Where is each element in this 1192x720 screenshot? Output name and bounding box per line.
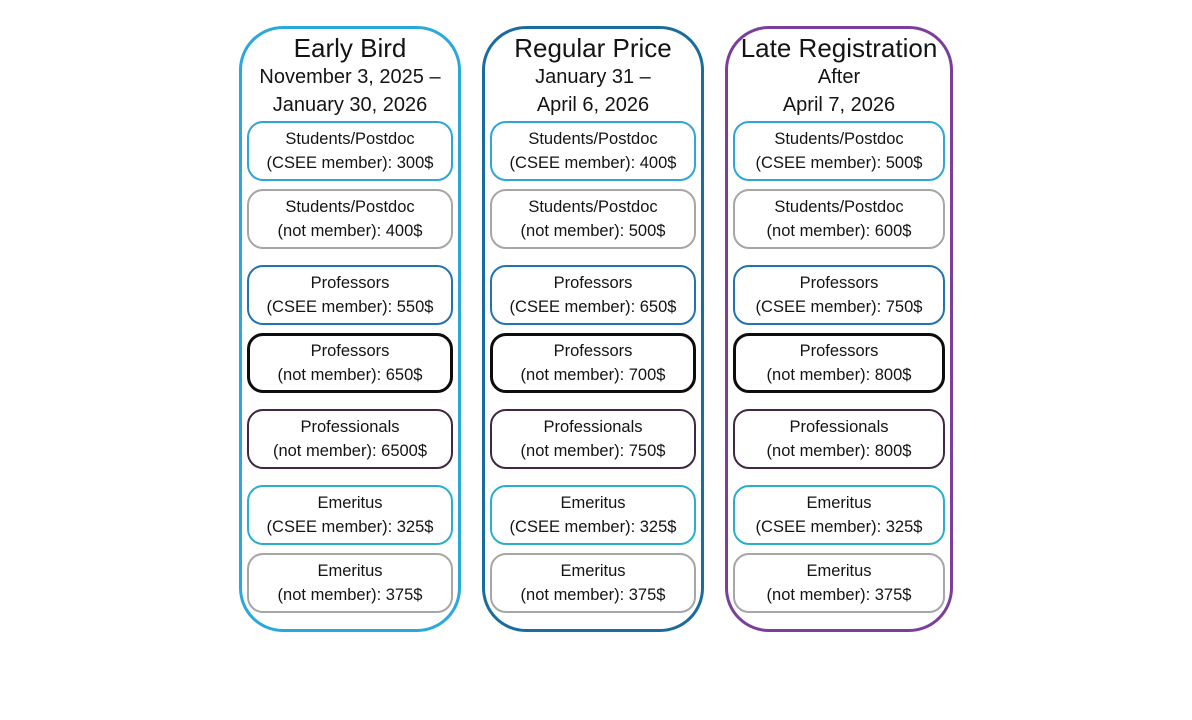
tier-dates: January 31 – April 6, 2026 — [485, 63, 701, 119]
price-box-price: (CSEE member): 500$ — [755, 154, 923, 172]
price-box-category: Professors — [310, 341, 390, 360]
price-box-price: (not member): 6500$ — [272, 442, 428, 460]
price-box-category: Emeritus — [806, 493, 872, 512]
tier-title: Late Registration — [740, 33, 938, 63]
tier-date-line: April 6, 2026 — [536, 94, 650, 116]
price-box-price: (not member): 750$ — [520, 442, 666, 460]
price-box-price: (CSEE member): 325$ — [266, 518, 434, 536]
price-box-category: Professors — [799, 273, 879, 292]
price-box-emeritus-not-member: Emeritus (not member): 375$ — [247, 553, 453, 613]
price-box-category: Emeritus — [317, 561, 383, 580]
tier-date-line: After — [817, 66, 861, 88]
price-box-students-csee: Students/Postdoc (CSEE member): 300$ — [247, 121, 453, 181]
price-box-category: Students/Postdoc — [285, 197, 415, 216]
price-box-price: (not member): 700$ — [520, 366, 666, 384]
price-box-list: Students/Postdoc (CSEE member): 400$ Stu… — [485, 121, 701, 613]
price-box-professionals-not-member: Professionals (not member): 750$ — [490, 409, 696, 469]
price-box-price: (not member): 375$ — [766, 586, 912, 604]
price-box-category: Emeritus — [560, 561, 626, 580]
price-box-students-csee: Students/Postdoc (CSEE member): 400$ — [490, 121, 696, 181]
tier-regular-price: Regular Price January 31 – April 6, 2026… — [482, 26, 704, 632]
price-box-category: Professors — [553, 341, 633, 360]
tier-date-line: January 31 – — [535, 66, 651, 88]
price-box-price: (not member): 375$ — [520, 586, 666, 604]
price-box-professors-csee: Professors (CSEE member): 650$ — [490, 265, 696, 325]
price-box-list: Students/Postdoc (CSEE member): 300$ Stu… — [242, 121, 458, 613]
price-box-category: Professionals — [300, 417, 400, 436]
price-box-price: (not member): 500$ — [520, 222, 666, 240]
price-box-professors-csee: Professors (CSEE member): 550$ — [247, 265, 453, 325]
price-box-category: Emeritus — [317, 493, 383, 512]
price-box-category: Professors — [310, 273, 390, 292]
price-box-category: Emeritus — [560, 493, 626, 512]
price-box-emeritus-csee: Emeritus (CSEE member): 325$ — [490, 485, 696, 545]
price-box-category: Professors — [553, 273, 633, 292]
tier-early-bird: Early Bird November 3, 2025 – January 30… — [239, 26, 461, 632]
price-box-category: Students/Postdoc — [774, 129, 904, 148]
tier-title: Early Bird — [293, 33, 407, 63]
price-box-price: (CSEE member): 400$ — [509, 154, 677, 172]
price-box-category: Students/Postdoc — [528, 129, 658, 148]
price-box-students-not-member: Students/Postdoc (not member): 400$ — [247, 189, 453, 249]
price-box-students-not-member: Students/Postdoc (not member): 500$ — [490, 189, 696, 249]
tier-dates: After April 7, 2026 — [728, 63, 950, 119]
pricing-tiers: Early Bird November 3, 2025 – January 30… — [0, 26, 1192, 632]
tier-dates: November 3, 2025 – January 30, 2026 — [242, 63, 458, 119]
tier-date-line: November 3, 2025 – — [259, 66, 441, 88]
price-box-price: (not member): 600$ — [766, 222, 912, 240]
price-box-professors-not-member: Professors (not member): 650$ — [247, 333, 453, 393]
price-box-professionals-not-member: Professionals (not member): 6500$ — [247, 409, 453, 469]
tier-late-registration: Late Registration After April 7, 2026 St… — [725, 26, 953, 632]
price-box-category: Professors — [799, 341, 879, 360]
price-box-price: (not member): 650$ — [277, 366, 423, 384]
price-box-emeritus-not-member: Emeritus (not member): 375$ — [733, 553, 945, 613]
tier-date-line: April 7, 2026 — [782, 94, 896, 116]
price-box-price: (CSEE member): 750$ — [755, 298, 923, 316]
price-box-category: Professionals — [789, 417, 889, 436]
price-box-category: Emeritus — [806, 561, 872, 580]
price-box-category: Students/Postdoc — [528, 197, 658, 216]
price-box-price: (CSEE member): 650$ — [509, 298, 677, 316]
price-box-category: Professionals — [543, 417, 643, 436]
price-box-price: (not member): 800$ — [766, 366, 912, 384]
price-box-price: (CSEE member): 300$ — [266, 154, 434, 172]
price-box-category: Students/Postdoc — [285, 129, 415, 148]
price-box-price: (not member): 375$ — [277, 586, 423, 604]
price-box-professors-not-member: Professors (not member): 800$ — [733, 333, 945, 393]
tier-date-line: January 30, 2026 — [272, 94, 428, 116]
price-box-price: (not member): 400$ — [277, 222, 423, 240]
price-box-emeritus-not-member: Emeritus (not member): 375$ — [490, 553, 696, 613]
tier-title: Regular Price — [514, 33, 672, 63]
price-box-emeritus-csee: Emeritus (CSEE member): 325$ — [247, 485, 453, 545]
price-box-professionals-not-member: Professionals (not member): 800$ — [733, 409, 945, 469]
price-box-price: (CSEE member): 550$ — [266, 298, 434, 316]
price-box-students-csee: Students/Postdoc (CSEE member): 500$ — [733, 121, 945, 181]
price-box-emeritus-csee: Emeritus (CSEE member): 325$ — [733, 485, 945, 545]
price-box-category: Students/Postdoc — [774, 197, 904, 216]
price-box-list: Students/Postdoc (CSEE member): 500$ Stu… — [728, 121, 950, 613]
price-box-price: (CSEE member): 325$ — [755, 518, 923, 536]
price-box-students-not-member: Students/Postdoc (not member): 600$ — [733, 189, 945, 249]
price-box-price: (CSEE member): 325$ — [509, 518, 677, 536]
price-box-professors-csee: Professors (CSEE member): 750$ — [733, 265, 945, 325]
price-box-professors-not-member: Professors (not member): 700$ — [490, 333, 696, 393]
price-box-price: (not member): 800$ — [766, 442, 912, 460]
